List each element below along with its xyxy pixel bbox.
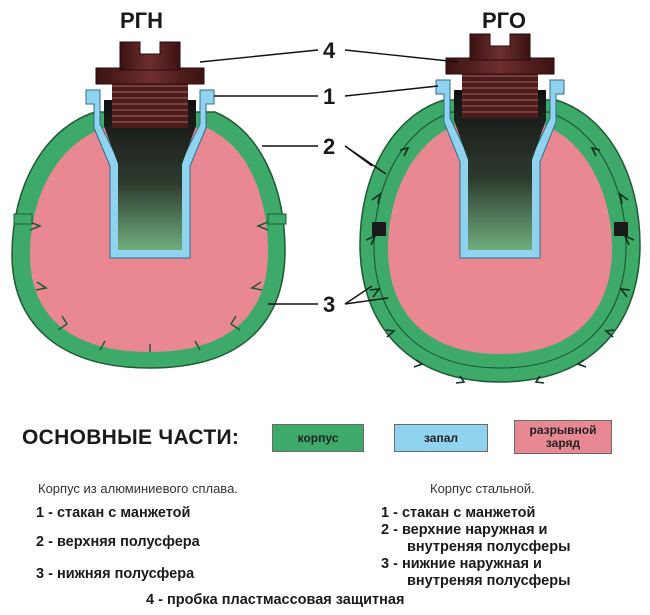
left-item: 2 - верхняя полусфера (36, 534, 200, 550)
title-rgo: РГО (482, 8, 526, 33)
right-item: 2 - верхние наружная и (381, 522, 548, 538)
rgo-equator-left (372, 222, 386, 236)
legend-charge-line2: заряд (545, 436, 581, 450)
callout-2: 2 (323, 134, 335, 159)
rgo-equator-right (614, 222, 628, 236)
right-item: внутреняя полусферы (407, 539, 571, 555)
right-subtitle: Корпус стальной. (430, 481, 535, 496)
rgo-grenade (359, 33, 641, 384)
left-item: 1 - стакан с манжетой (36, 505, 191, 521)
right-item: 3 - нижние наружная и (381, 556, 542, 572)
legend-body-swatch: корпус (272, 424, 364, 452)
legend-fuse-swatch: запал (394, 424, 488, 452)
rgn-plug-cap (119, 41, 181, 71)
rgn-notch-marks (29, 221, 269, 352)
callout-lines (199, 49, 459, 305)
rgn-equator-left (13, 213, 33, 225)
legend-charge-label: разрывной заряд (529, 424, 596, 450)
rgn-fuse-tube (104, 100, 196, 250)
title-rgn: РГН (120, 8, 163, 33)
rgn-grenade (11, 41, 287, 369)
legend-charge-line1: разрывной (529, 423, 597, 437)
left-item: 3 - нижняя полусфера (36, 566, 195, 582)
callout-3: 3 (323, 292, 335, 317)
bottom-note: 4 - пробка пластмассовая защитная (146, 592, 405, 608)
right-item: 1 - стакан с манжетой (381, 505, 536, 521)
legend: ОСНОВНЫЕ ЧАСТИ: корпус запал разрывной з… (0, 418, 650, 462)
legend-title: ОСНОВНЫЕ ЧАСТИ: (22, 426, 240, 449)
rgn-equator-right (267, 213, 287, 225)
callout-4: 4 (323, 38, 336, 63)
rgo-plug-cap (469, 33, 531, 61)
callout-1: 1 (323, 84, 335, 109)
legend-charge-swatch: разрывной заряд (514, 420, 612, 454)
rgo-fuse-tube (454, 90, 546, 250)
left-subtitle: Корпус из алюминиевого сплава. (38, 481, 238, 496)
grenade-diagram: РГН РГО (11, 8, 641, 384)
right-item: внутреняя полусферы (407, 573, 571, 589)
